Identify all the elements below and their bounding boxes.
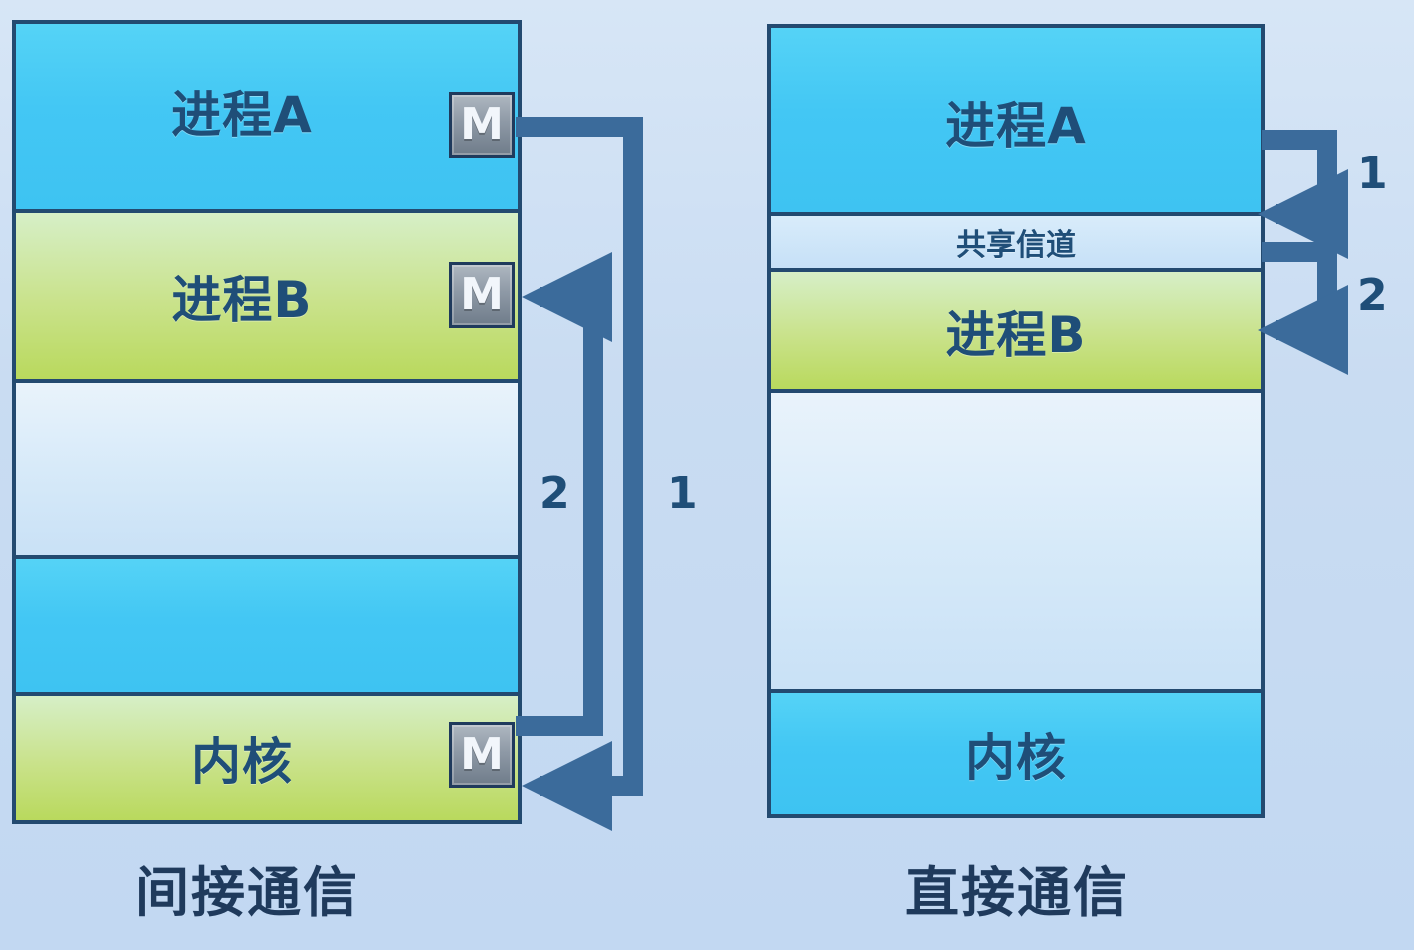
left-mailbox-kernel-label: M — [460, 729, 504, 780]
right-arrow-1 — [1258, 130, 1348, 259]
left-process-b-label: 进程B — [171, 271, 313, 329]
right-caption: 直接通信 — [905, 861, 1129, 924]
right-shared-channel-segment: 共享信道 — [771, 216, 1261, 272]
left-kernel-label: 内核 — [191, 733, 293, 791]
right-process-b-segment: 进程B — [771, 272, 1261, 393]
right-process-a-label: 进程A — [945, 97, 1087, 155]
left-process-b-segment: 进程B — [16, 213, 518, 383]
right-shared-channel-label: 共享信道 — [956, 228, 1076, 263]
left-arrow-1 — [516, 117, 643, 831]
left-empty-segment-1 — [16, 383, 518, 559]
right-step-2-label: 2 — [1357, 270, 1388, 321]
left-caption: 间接通信 — [135, 861, 359, 924]
right-step-1-label: 1 — [1357, 148, 1388, 199]
direct-communication-stack: 进程A 共享信道 进程B 内核 — [767, 24, 1265, 818]
right-empty-segment — [771, 393, 1261, 693]
right-process-b-label: 进程B — [945, 305, 1087, 364]
left-arrow-2 — [516, 252, 612, 736]
left-step-2-label: 2 — [539, 468, 570, 519]
indirect-communication-stack: 进程A 进程B 内核 — [12, 20, 522, 824]
left-mailbox-b-label: M — [460, 269, 504, 320]
left-empty-segment-2 — [16, 559, 518, 696]
left-process-a-segment: 进程A — [16, 24, 518, 213]
right-kernel-label: 内核 — [965, 728, 1067, 787]
right-kernel-segment: 内核 — [771, 693, 1261, 814]
left-mailbox-b: M — [449, 262, 515, 328]
left-kernel-segment: 内核 — [16, 696, 518, 820]
left-process-a-label: 进程A — [171, 85, 313, 144]
left-step-1-label: 1 — [667, 468, 698, 519]
left-mailbox-kernel: M — [449, 722, 515, 788]
left-mailbox-a: M — [449, 92, 515, 158]
right-arrow-2 — [1258, 242, 1348, 375]
right-process-a-segment: 进程A — [771, 28, 1261, 216]
left-mailbox-a-label: M — [460, 99, 504, 150]
